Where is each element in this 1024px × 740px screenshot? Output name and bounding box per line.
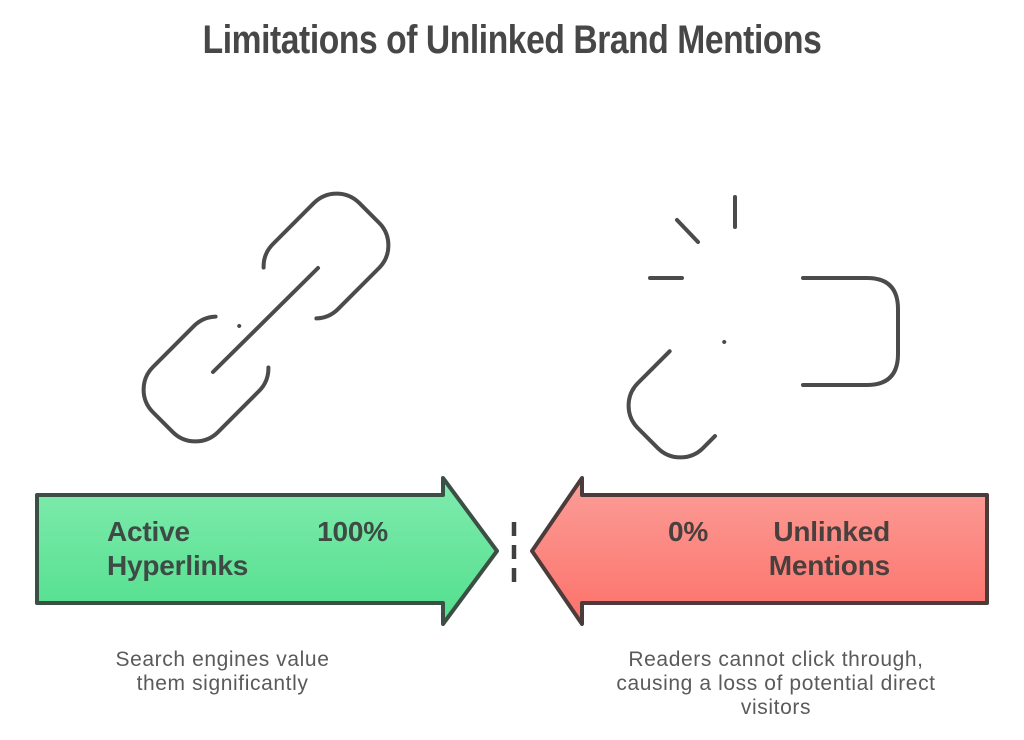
green-arrow-label: Active Hyperlinks [107, 516, 249, 581]
broken-chain-strokes [626, 195, 900, 460]
red-arrow-shape [530, 476, 989, 626]
caption-unlinked-mentions: Readers cannot click through, causing a … [616, 648, 936, 719]
chain-lower-link [141, 314, 271, 444]
green-arrow-text: Active Hyperlinks 100% [37, 495, 443, 603]
center-dashed-divider [511, 522, 517, 586]
broken-chain-link-icon [615, 170, 915, 470]
break-spark-diagonal [675, 218, 700, 244]
active-hyperlinks-arrow: Active Hyperlinks 100% [35, 476, 500, 626]
chain-link-icon [125, 165, 415, 465]
green-arrow-percent: 100% [317, 516, 388, 547]
broken-right-link [801, 276, 900, 387]
red-arrow-label: Unlinked Mentions [768, 516, 890, 581]
green-arrow-shape [35, 476, 499, 626]
red-arrow-percent: 0% [668, 516, 709, 547]
red-arrow-text: 0% Unlinked Mentions [582, 495, 987, 603]
broken-lower-link [626, 330, 756, 460]
chain-link-strokes [141, 191, 391, 444]
caption-active-hyperlinks: Search engines value them significantly [115, 648, 330, 695]
page-title: Limitations of Unlinked Brand Mentions [202, 18, 822, 62]
unlinked-mentions-arrow: 0% Unlinked Mentions [525, 476, 990, 626]
chain-upper-link [261, 191, 391, 321]
chain-center-bar [211, 266, 320, 374]
